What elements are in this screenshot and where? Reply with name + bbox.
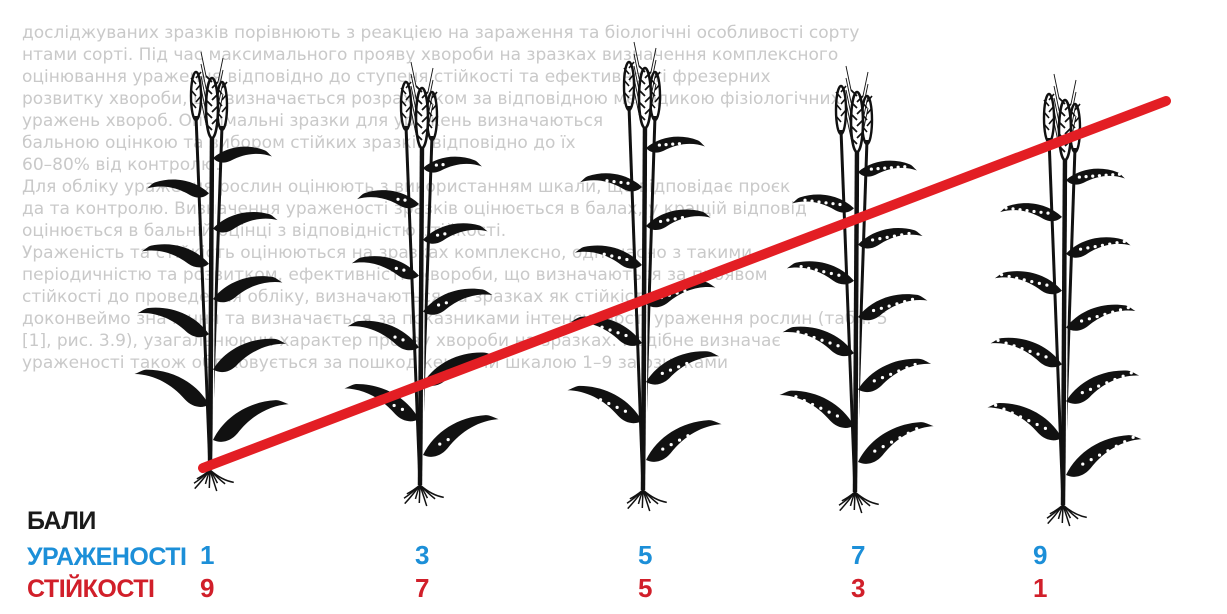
damage-score-plant-4: 7	[851, 540, 865, 571]
resistance-score-plant-1: 9	[200, 573, 214, 604]
resistance-score-plant-4: 3	[851, 573, 865, 604]
damage-score-plant-3: 5	[638, 540, 652, 571]
wheat-plant-2	[343, 62, 500, 506]
resistance-scores-label: СТІЙКОСТІ	[27, 575, 154, 604]
resistance-score-plant-3: 5	[638, 573, 652, 604]
damage-score-plant-5: 9	[1033, 540, 1047, 571]
scores-title: БАЛИ	[27, 507, 96, 536]
damage-score-plant-2: 3	[415, 540, 429, 571]
resistance-score-plant-2: 7	[415, 573, 429, 604]
resistance-score-plant-5: 1	[1033, 573, 1047, 604]
wheat-plant-4	[778, 66, 935, 513]
damage-score-plant-1: 1	[200, 540, 214, 571]
wheat-plant-1	[133, 52, 290, 491]
damage-scores-label: УРАЖЕНОСТІ	[27, 543, 187, 572]
